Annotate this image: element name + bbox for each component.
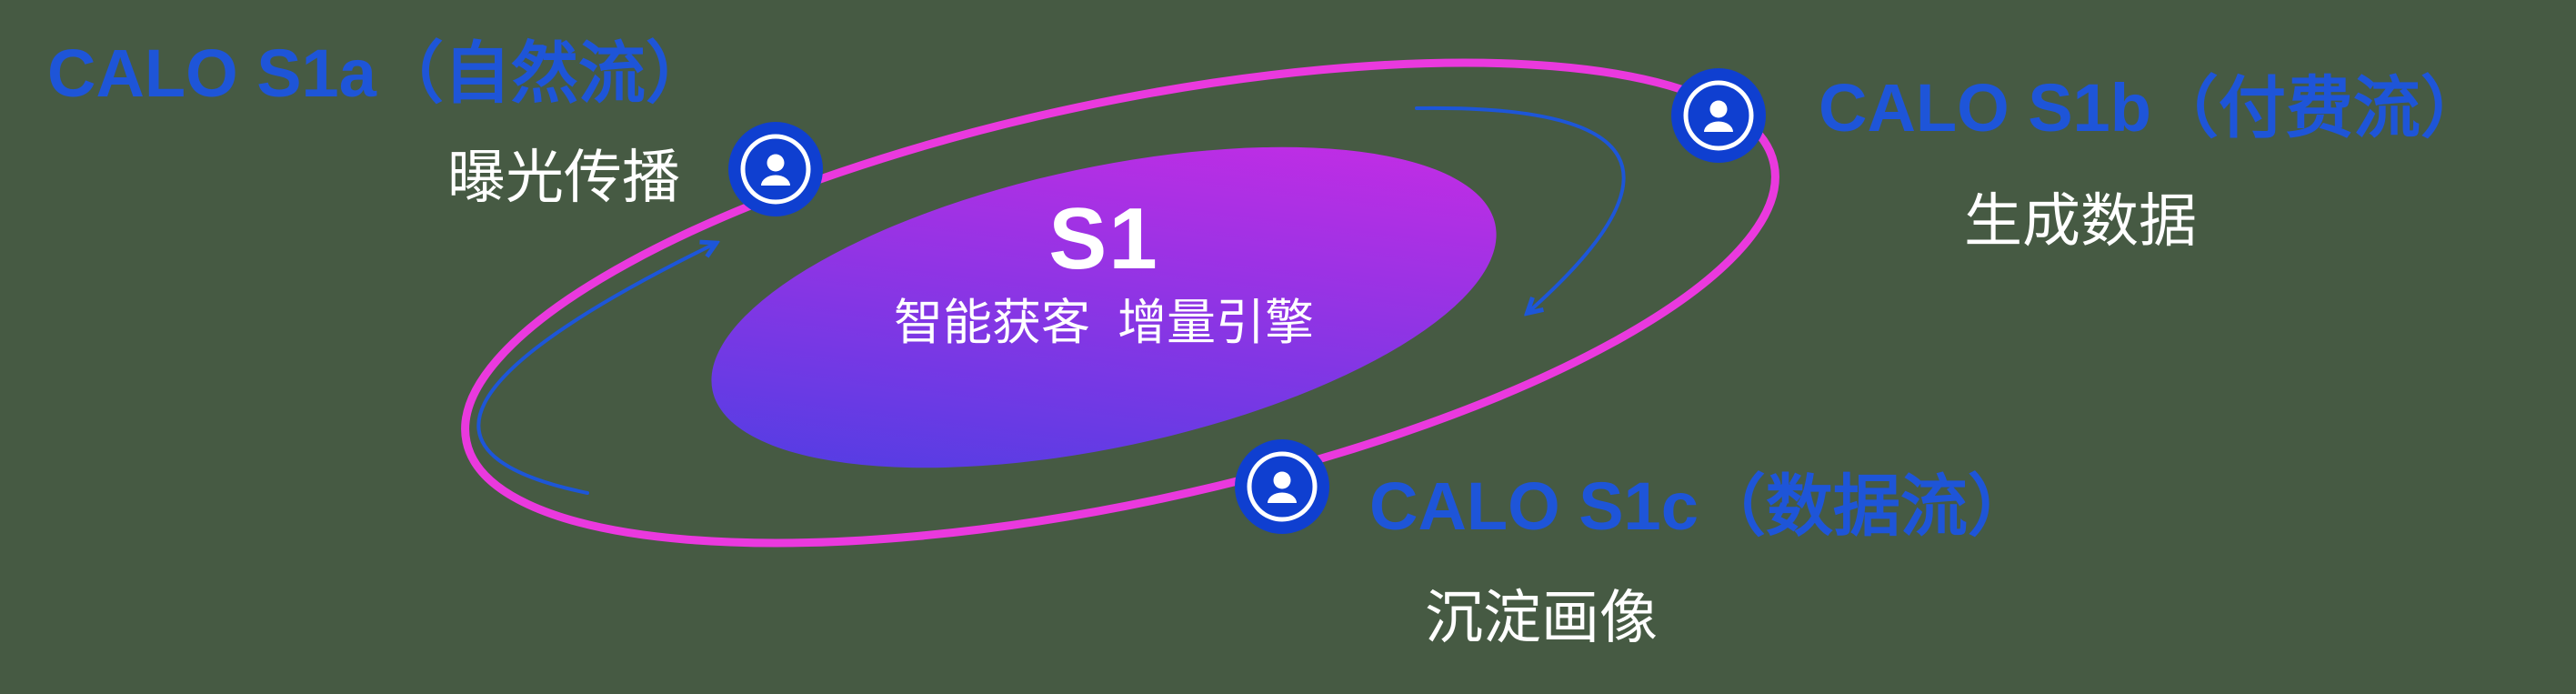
node-badge-s1b (1671, 68, 1766, 163)
core-title: S1 (1048, 190, 1159, 287)
node-badge-s1c (1235, 439, 1329, 534)
node-title-s1c: CALO S1c（数据流） (1369, 468, 2035, 544)
core-label: S1 智能获客 增量引擎 (831, 191, 1377, 350)
user-icon (1235, 439, 1329, 534)
node-badge-s1a (728, 122, 823, 216)
node-subtitle-s1b: 生成数据 (1964, 188, 2197, 254)
user-icon (728, 122, 823, 216)
node-subtitle-s1c: 沉淀画像 (1425, 585, 1658, 650)
node-subtitle-s1a: 曝光传播 (447, 145, 680, 210)
flow-arrow-left-icon (476, 244, 715, 495)
node-title-s1b: CALO S1b（付费流） (1819, 70, 2488, 146)
node-title-s1a: CALO S1a（自然流） (47, 35, 713, 111)
user-icon (1671, 68, 1766, 163)
core-subtitle: 智能获客 增量引擎 (893, 295, 1314, 350)
flow-arrow-right-icon (1415, 106, 1626, 312)
orbit-ellipse (461, 58, 1779, 548)
core-gradient-ellipse (711, 146, 1497, 468)
